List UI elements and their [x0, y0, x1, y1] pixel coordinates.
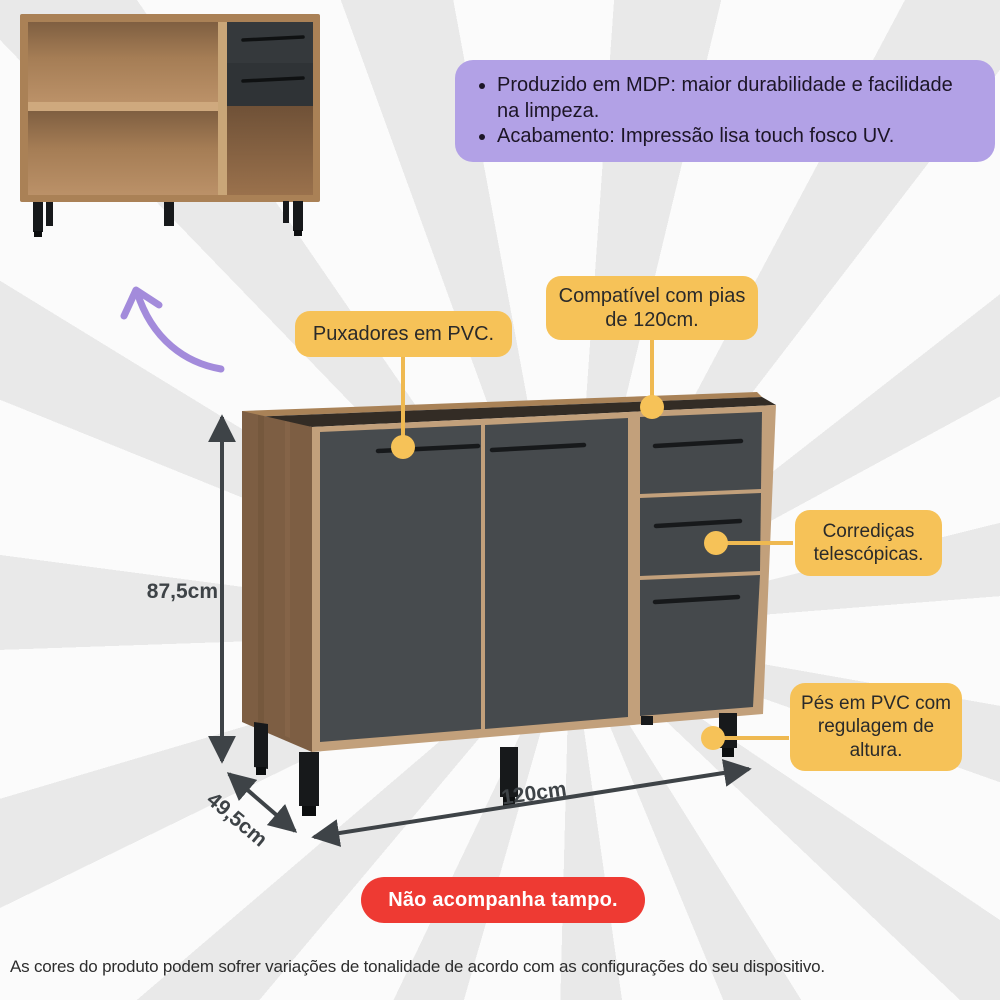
callout-dot	[701, 726, 725, 750]
material-info-list: Produzido em MDP: maior durabilidade e f…	[467, 73, 979, 150]
thumbnail-shelf-board	[28, 102, 218, 111]
thumbnail-shelf-bottom	[28, 111, 218, 195]
drawer-handle-icon	[652, 438, 744, 449]
drawer-handle-icon	[653, 518, 743, 529]
door-handle-icon	[375, 443, 481, 454]
pvc-handles	[375, 438, 744, 605]
color-disclaimer-text: As cores do produto podem sofrer variaçõ…	[10, 957, 825, 976]
width-dimension-label: 120cm	[499, 777, 568, 810]
callout-dot	[391, 435, 415, 459]
callout-sink-compatibility: Compatível com pias de 120cm.	[546, 276, 758, 340]
thumbnail-cabinet	[20, 14, 320, 237]
height-dimension-label: 87,5cm	[146, 580, 218, 603]
callout-connectors	[391, 338, 793, 750]
cabinet-side-panel	[242, 411, 312, 752]
cabinet-front-frame	[312, 405, 776, 752]
wood-grain	[258, 415, 264, 728]
door-handle-icon	[489, 442, 587, 453]
thumbnail-open-bay	[227, 106, 313, 195]
cabinet-drawer-1	[640, 412, 762, 494]
drawer-handle-icon	[652, 594, 741, 605]
info-item: Acabamento: Impressão lisa touch fosco U…	[497, 124, 979, 150]
material-info-box: Produzido em MDP: maior durabilidade e f…	[455, 60, 995, 162]
wood-grain	[285, 421, 290, 738]
callout-telescopic-slides: Corrediças telescópicas.	[795, 510, 942, 576]
cabinet-open-top	[247, 397, 776, 427]
info-item: Produzido em MDP: maior durabilidade e f…	[497, 73, 979, 124]
thumbnail-drawer-1	[227, 22, 313, 63]
drawer-handle-icon	[241, 76, 305, 83]
cabinet-drawer-2	[640, 493, 761, 576]
thumbnail-drawer-2	[227, 63, 313, 106]
cabinet-drawer-3	[640, 575, 760, 716]
main-cabinet	[242, 392, 776, 816]
dimension-arrows	[208, 414, 752, 847]
no-countertop-badge: Não acompanha tampo.	[361, 877, 645, 923]
callout-adjustable-feet: Pés em PVC com regulagem de altura.	[790, 683, 962, 771]
cabinet-back-rim	[242, 392, 762, 417]
cabinet-door-right	[485, 418, 628, 729]
thumbnail-divider	[218, 22, 227, 195]
callout-handles: Puxadores em PVC.	[295, 311, 512, 357]
thumbnail-shelf-top	[28, 22, 218, 102]
thumbnail-legs	[33, 201, 303, 237]
callout-dot	[704, 531, 728, 555]
curved-arrow-icon	[120, 286, 225, 373]
thumbnail-frame	[20, 14, 320, 202]
drawer-handle-icon	[241, 35, 305, 42]
cabinet-door-left	[320, 425, 481, 742]
depth-dimension-label: 49,5cm	[202, 788, 272, 852]
callout-dot	[640, 395, 664, 419]
